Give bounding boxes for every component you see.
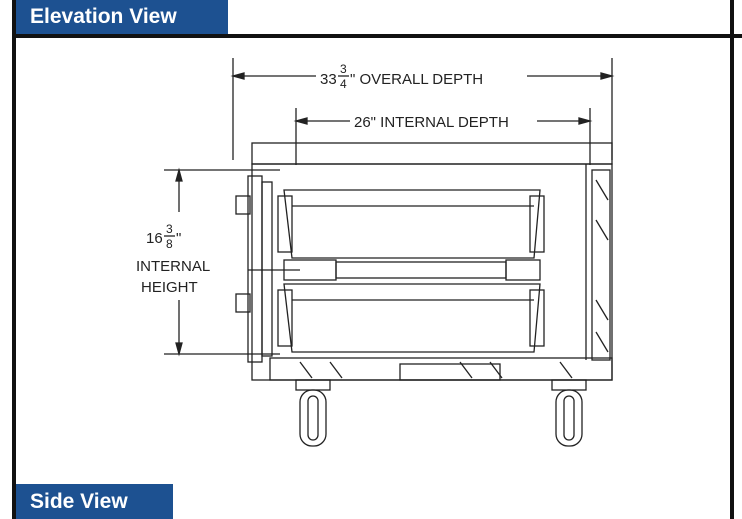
internal-height-dimension: 16 3 8 " INTERNAL HEIGHT <box>136 167 280 357</box>
overall-depth-numerator: 3 <box>340 62 347 76</box>
upper-tray <box>277 189 545 259</box>
overall-depth-whole: 33 <box>320 71 337 88</box>
top-border <box>12 0 742 38</box>
left-caster <box>295 379 331 447</box>
overall-depth-denominator: 4 <box>340 77 347 91</box>
internal-height-whole: 16 <box>146 230 163 247</box>
elevation-view-header: Elevation View <box>16 0 228 34</box>
internal-height-denominator: 8 <box>166 237 173 251</box>
lower-tray <box>277 283 545 353</box>
internal-depth-label: 26" INTERNAL DEPTH <box>354 114 509 131</box>
right-caster <box>551 379 587 447</box>
overall-depth-label: " OVERALL DEPTH <box>350 71 483 88</box>
tray-slides <box>283 259 541 281</box>
side-view-header: Side View <box>16 484 173 519</box>
cabinet-body <box>251 142 613 381</box>
internal-depth-dimension: 26" INTERNAL DEPTH <box>293 108 593 165</box>
internal-height-suffix: " <box>176 230 181 247</box>
overall-depth-dimension: 33 3 4 " OVERALL DEPTH <box>230 58 615 160</box>
internal-height-numerator: 3 <box>166 222 173 236</box>
internal-height-line2: HEIGHT <box>141 279 198 296</box>
door-hardware <box>235 175 300 363</box>
internal-height-line1: INTERNAL <box>136 258 210 275</box>
drawing-frame <box>12 0 734 519</box>
